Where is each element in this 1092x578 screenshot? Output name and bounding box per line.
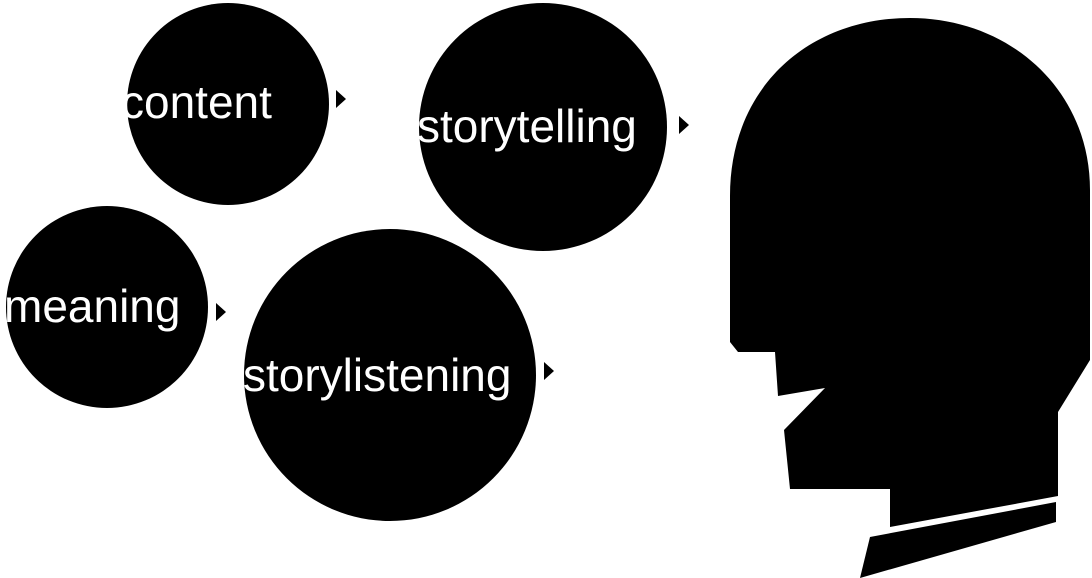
bubble-content-label: content [121,76,272,128]
arrow-meaning-icon [216,303,226,321]
bubble-storylistening-label: storylistening [243,349,512,401]
bubble-storylistening [244,229,536,521]
arrow-content-icon [336,90,346,108]
arrow-storylistening-icon [544,362,554,380]
bubble-storytelling [419,3,667,251]
bubble-meaning [6,206,208,408]
bubble-meaning-label: meaning [4,280,181,332]
bubble-storytelling-label: storytelling [417,100,637,152]
bubble-content [127,3,329,205]
arrow-storytelling-icon [679,116,689,134]
